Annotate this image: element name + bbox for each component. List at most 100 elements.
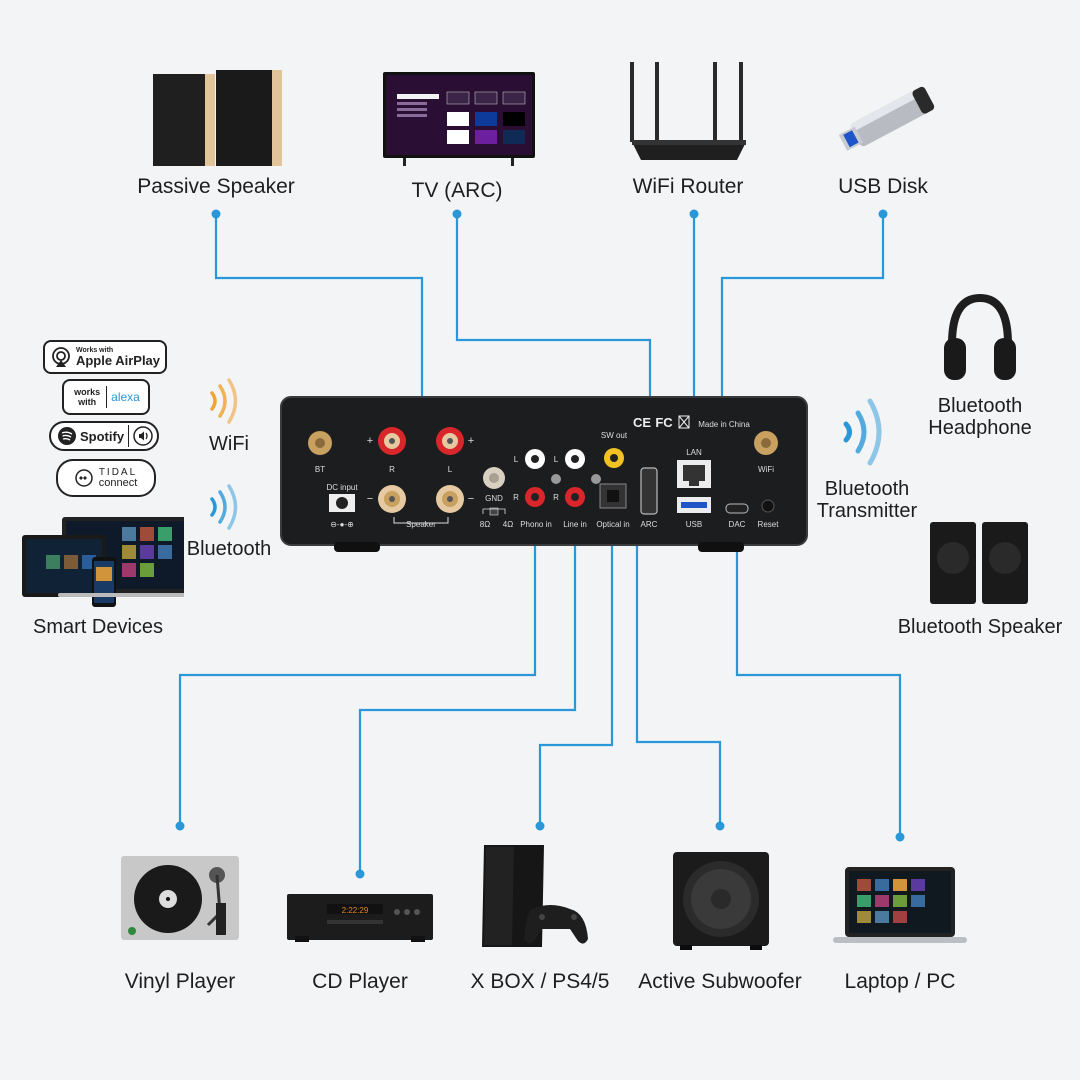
headphone-image bbox=[944, 293, 1016, 380]
tv-label: TV (ARC) bbox=[411, 179, 503, 202]
dot-vinyl bbox=[175, 821, 185, 831]
airplay-icon bbox=[52, 347, 70, 367]
subwoofer-label: Active Subwoofer bbox=[638, 970, 802, 993]
bt-port-label: BT bbox=[315, 465, 325, 474]
dot-laptop bbox=[895, 832, 905, 842]
tidal-connect-text: connect bbox=[98, 476, 138, 489]
speaker-l-label: L bbox=[448, 465, 453, 474]
smart-devices-label: Smart Devices bbox=[32, 616, 164, 638]
cd-player-label: CD Player bbox=[312, 970, 408, 993]
svg-text:+: + bbox=[468, 435, 474, 447]
dot-usb bbox=[878, 209, 888, 219]
laptop-image bbox=[833, 867, 967, 943]
bt-speaker-image bbox=[930, 522, 1028, 604]
smart-devices-image bbox=[22, 517, 184, 607]
dot-cd bbox=[355, 869, 365, 879]
dot-passive-speaker bbox=[211, 209, 221, 219]
tidal-text: TIDAL bbox=[98, 466, 138, 478]
speaker-label: Speaker bbox=[406, 520, 436, 529]
made-in-label: Made in China bbox=[698, 420, 750, 429]
lan-label: LAN bbox=[686, 448, 702, 457]
usb-port-label: USB bbox=[686, 520, 702, 529]
svg-text:2:22:29: 2:22:29 bbox=[342, 906, 369, 915]
sw-out-label: SW out bbox=[601, 431, 628, 440]
reset-button bbox=[761, 499, 775, 513]
line-usb bbox=[720, 214, 885, 505]
tv-image bbox=[383, 72, 535, 166]
svg-text:⊖-●-⊕: ⊖-●-⊕ bbox=[330, 520, 354, 529]
panel-body bbox=[280, 396, 808, 546]
spotify-icon bbox=[58, 427, 76, 445]
line-vinyl bbox=[178, 500, 537, 826]
optical-in-label: Optical in bbox=[596, 520, 629, 529]
subwoofer-image bbox=[673, 852, 769, 950]
ohm4-label: 4Ω bbox=[503, 520, 513, 529]
spotify-badge: Spotify bbox=[49, 421, 159, 451]
headphone-label-text: Bluetooth Headphone bbox=[928, 395, 1032, 439]
cd-player-image: 2:22:29 bbox=[287, 894, 433, 942]
console-image bbox=[482, 845, 588, 947]
alexa-badge: works with alexa bbox=[62, 379, 150, 415]
tidal-badge: TIDAL connect bbox=[56, 459, 156, 497]
dot-tv bbox=[452, 209, 462, 219]
alexa-text: alexa bbox=[111, 390, 140, 404]
transmitter-label: Bluetooth Transmitter bbox=[812, 478, 922, 522]
line-subwoofer bbox=[635, 470, 722, 826]
phono-in-label: Phono in bbox=[520, 520, 552, 529]
airplay-badge: Works with Apple AirPlay bbox=[43, 340, 167, 374]
bluetooth-label: Bluetooth bbox=[186, 538, 272, 560]
laptop-label: Laptop / PC bbox=[844, 970, 956, 993]
arc-hdmi-port bbox=[640, 467, 658, 515]
dc-input-label: DC input bbox=[326, 483, 358, 492]
wifi-port-label: WiFi bbox=[758, 465, 774, 474]
dac-port bbox=[725, 503, 749, 514]
line-cd bbox=[358, 500, 577, 874]
svg-text:L: L bbox=[554, 455, 559, 464]
headphone-label: Bluetooth Headphone bbox=[925, 395, 1035, 439]
dot-console bbox=[535, 821, 545, 831]
speaker-connect-icon bbox=[133, 426, 153, 446]
passive-speaker-image bbox=[153, 70, 282, 166]
line-in-label: Line in bbox=[563, 520, 587, 529]
line-passive-speaker bbox=[214, 214, 424, 470]
bluetooth-wave-icon bbox=[210, 484, 238, 530]
svg-text:L: L bbox=[514, 455, 519, 464]
ohm8-label: 8Ω bbox=[480, 520, 490, 529]
spotify-text: Spotify bbox=[80, 428, 125, 444]
transmitter-wave-icon bbox=[843, 398, 882, 466]
router-image bbox=[630, 62, 746, 160]
bt-speaker-label: Bluetooth Speaker bbox=[897, 616, 1063, 638]
vinyl-player-image bbox=[121, 856, 239, 940]
dot-subwoofer bbox=[715, 821, 725, 831]
wifi-wave-icon bbox=[210, 378, 238, 424]
arc-label: ARC bbox=[641, 520, 658, 529]
svg-text:−: − bbox=[468, 493, 474, 505]
dac-label: DAC bbox=[729, 520, 746, 529]
amplifier-rear-panel: BT WiFi DC input ⊖-●-⊕ + + − − R L Speak… bbox=[280, 396, 808, 552]
transmitter-label-text: Bluetooth Transmitter bbox=[816, 478, 918, 522]
svg-text:R: R bbox=[513, 493, 519, 502]
reset-label: Reset bbox=[758, 520, 780, 529]
ce-mark: CE bbox=[633, 415, 651, 430]
vinyl-label: Vinyl Player bbox=[124, 970, 236, 993]
console-label: X BOX / PS4/5 bbox=[470, 970, 610, 993]
gnd-label: GND bbox=[485, 494, 503, 503]
line-laptop bbox=[735, 505, 902, 837]
alexa-small-text: works with bbox=[74, 387, 101, 407]
usb-disk-label: USB Disk bbox=[838, 175, 928, 198]
router-label: WiFi Router bbox=[632, 175, 744, 198]
dot-router bbox=[689, 209, 699, 219]
fc-mark: FC bbox=[655, 415, 673, 430]
svg-text:+: + bbox=[367, 435, 373, 447]
passive-speaker-label: Passive Speaker bbox=[137, 175, 295, 198]
wifi-label: WiFi bbox=[209, 433, 249, 455]
dc-input-port bbox=[336, 497, 348, 509]
line-console bbox=[538, 500, 614, 826]
speaker-r-label: R bbox=[389, 465, 395, 474]
tidal-icon bbox=[74, 469, 93, 487]
airplay-small-text: Works with bbox=[75, 347, 114, 354]
usb-disk-image bbox=[838, 86, 935, 151]
airplay-text: Apple AirPlay bbox=[75, 353, 161, 368]
svg-text:−: − bbox=[367, 493, 373, 505]
